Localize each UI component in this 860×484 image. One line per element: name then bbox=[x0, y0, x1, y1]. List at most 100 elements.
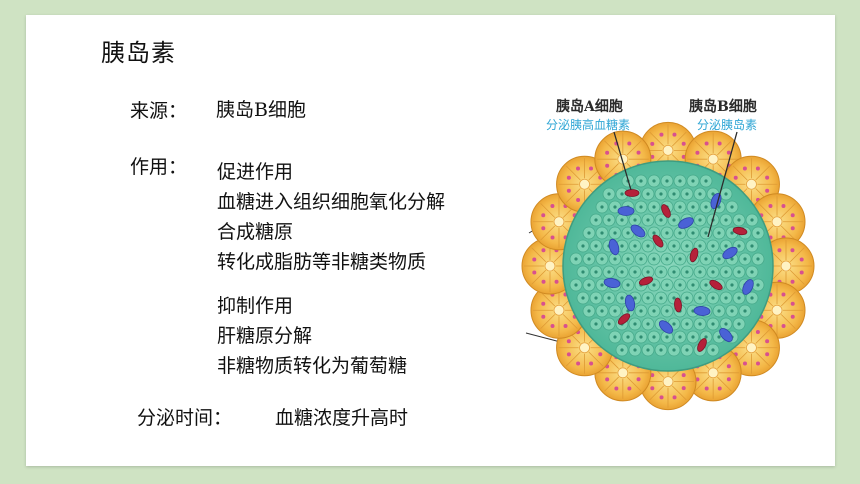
beta-cell-nucleus bbox=[737, 270, 741, 274]
beta-cell-nucleus bbox=[594, 244, 598, 248]
beta-cell-nucleus bbox=[730, 205, 734, 209]
beta-cell-nucleus bbox=[711, 244, 715, 248]
beta-cell-nucleus bbox=[711, 322, 715, 326]
beta-cell-nucleus bbox=[620, 296, 624, 300]
beta-cell-nucleus bbox=[581, 270, 585, 274]
beta-cell-nucleus bbox=[704, 231, 708, 235]
beta-cell-nucleus bbox=[685, 322, 689, 326]
alpha-cell bbox=[742, 279, 754, 295]
a-cells bbox=[603, 192, 754, 343]
beta-cell-nucleus bbox=[652, 335, 656, 339]
beta-cell-nucleus bbox=[574, 257, 578, 261]
beta-cell-nucleus bbox=[685, 270, 689, 274]
beta-cell-nucleus bbox=[737, 244, 741, 248]
inhibit-list: 抑制作用 肝糖原分解 非糖物质转化为葡萄糖 bbox=[217, 291, 407, 381]
beta-cell-nucleus bbox=[613, 231, 617, 235]
beta-cell-nucleus bbox=[717, 257, 721, 261]
beta-cell-nucleus bbox=[691, 335, 695, 339]
capillary bbox=[732, 226, 748, 236]
beta-cell-nucleus bbox=[652, 309, 656, 313]
beta-cell-nucleus bbox=[691, 283, 695, 287]
capillary bbox=[624, 189, 640, 197]
alpha-cell bbox=[693, 306, 711, 316]
source-value: 胰岛B细胞 bbox=[216, 99, 306, 121]
beta-cell-nucleus bbox=[594, 218, 598, 222]
beta-cell-nucleus bbox=[737, 218, 741, 222]
beta-cell-nucleus bbox=[639, 205, 643, 209]
beta-cell-nucleus bbox=[613, 205, 617, 209]
beta-cell-nucleus bbox=[678, 231, 682, 235]
beta-cell-nucleus bbox=[646, 218, 650, 222]
islet-cells bbox=[569, 174, 765, 357]
beta-cell-nucleus bbox=[594, 270, 598, 274]
beta-cell-nucleus bbox=[626, 231, 630, 235]
beta-cell-nucleus bbox=[626, 257, 630, 261]
beta-cell-nucleus bbox=[587, 231, 591, 235]
beta-cell-nucleus bbox=[672, 296, 676, 300]
promote-item: 转化成脂肪等非糖类物质 bbox=[217, 251, 427, 273]
beta-cell-nucleus bbox=[607, 322, 611, 326]
beta-cell-nucleus bbox=[691, 231, 695, 235]
beta-cell-nucleus bbox=[665, 283, 669, 287]
secretion-time-value: 血糖浓度升高时 bbox=[275, 407, 409, 429]
beta-cell-nucleus bbox=[633, 218, 637, 222]
beta-cell-nucleus bbox=[678, 257, 682, 261]
promote-item: 促进作用 bbox=[217, 161, 294, 183]
beta-cell-nucleus bbox=[646, 192, 650, 196]
beta-cell-nucleus bbox=[639, 257, 643, 261]
beta-cell-nucleus bbox=[672, 348, 676, 352]
beta-cell-nucleus bbox=[613, 335, 617, 339]
beta-cell-nucleus bbox=[659, 296, 663, 300]
a-cell-title: 胰岛A细胞 bbox=[556, 99, 623, 115]
beta-cell-nucleus bbox=[600, 205, 604, 209]
beta-cell-nucleus bbox=[665, 335, 669, 339]
beta-cell-nucleus bbox=[730, 283, 734, 287]
beta-cell-nucleus bbox=[672, 270, 676, 274]
beta-cell-nucleus bbox=[750, 244, 754, 248]
beta-cell-nucleus bbox=[613, 309, 617, 313]
capillary bbox=[617, 313, 631, 325]
beta-cell-nucleus bbox=[659, 270, 663, 274]
alpha-cell bbox=[722, 246, 738, 260]
inhibit-item: 非糖物质转化为葡萄糖 bbox=[217, 355, 408, 377]
beta-cell-nucleus bbox=[633, 244, 637, 248]
beta-cell-nucleus bbox=[698, 296, 702, 300]
beta-cell-nucleus bbox=[652, 231, 656, 235]
alpha-cell bbox=[719, 327, 733, 343]
beta-cell-nucleus bbox=[607, 270, 611, 274]
function-label: 作用： bbox=[130, 156, 188, 178]
beta-cell-nucleus bbox=[620, 192, 624, 196]
beta-cell-nucleus bbox=[639, 335, 643, 339]
beta-cell-nucleus bbox=[711, 192, 715, 196]
beta-cell-nucleus bbox=[737, 322, 741, 326]
beta-cell-nucleus bbox=[646, 244, 650, 248]
beta-cell-nucleus bbox=[665, 179, 669, 183]
beta-cell-nucleus bbox=[685, 244, 689, 248]
alpha-cell bbox=[630, 224, 646, 238]
beta-cell-nucleus bbox=[574, 283, 578, 287]
beta-cell-nucleus bbox=[750, 296, 754, 300]
beta-cell-nucleus bbox=[620, 270, 624, 274]
beta-cell-nucleus bbox=[607, 218, 611, 222]
beta-cell-nucleus bbox=[704, 335, 708, 339]
promote-item: 合成糖原 bbox=[217, 221, 294, 243]
beta-cell-nucleus bbox=[659, 192, 663, 196]
beta-cell-nucleus bbox=[600, 231, 604, 235]
beta-cell-nucleus bbox=[600, 257, 604, 261]
beta-cell-nucleus bbox=[659, 218, 663, 222]
a-cell-subtitle: 分泌胰高血糖素 bbox=[546, 118, 631, 132]
beta-cell-nucleus bbox=[672, 322, 676, 326]
alpha-cell bbox=[658, 320, 674, 334]
beta-cell-nucleus bbox=[672, 192, 676, 196]
alpha-cell bbox=[617, 206, 635, 216]
alpha-cell bbox=[678, 217, 694, 229]
beta-cell-nucleus bbox=[652, 179, 656, 183]
beta-cell-nucleus bbox=[633, 322, 637, 326]
beta-cell-nucleus bbox=[626, 283, 630, 287]
page-title: 胰岛素 bbox=[101, 39, 176, 67]
beta-cell-nucleus bbox=[691, 179, 695, 183]
beta-cell-nucleus bbox=[711, 296, 715, 300]
promote-list: 促进作用 血糖进入组织细胞氧化分解 合成糖原 转化成脂肪等非糖类物质 bbox=[217, 157, 445, 277]
beta-cell-nucleus bbox=[678, 205, 682, 209]
beta-cell-nucleus bbox=[724, 218, 728, 222]
